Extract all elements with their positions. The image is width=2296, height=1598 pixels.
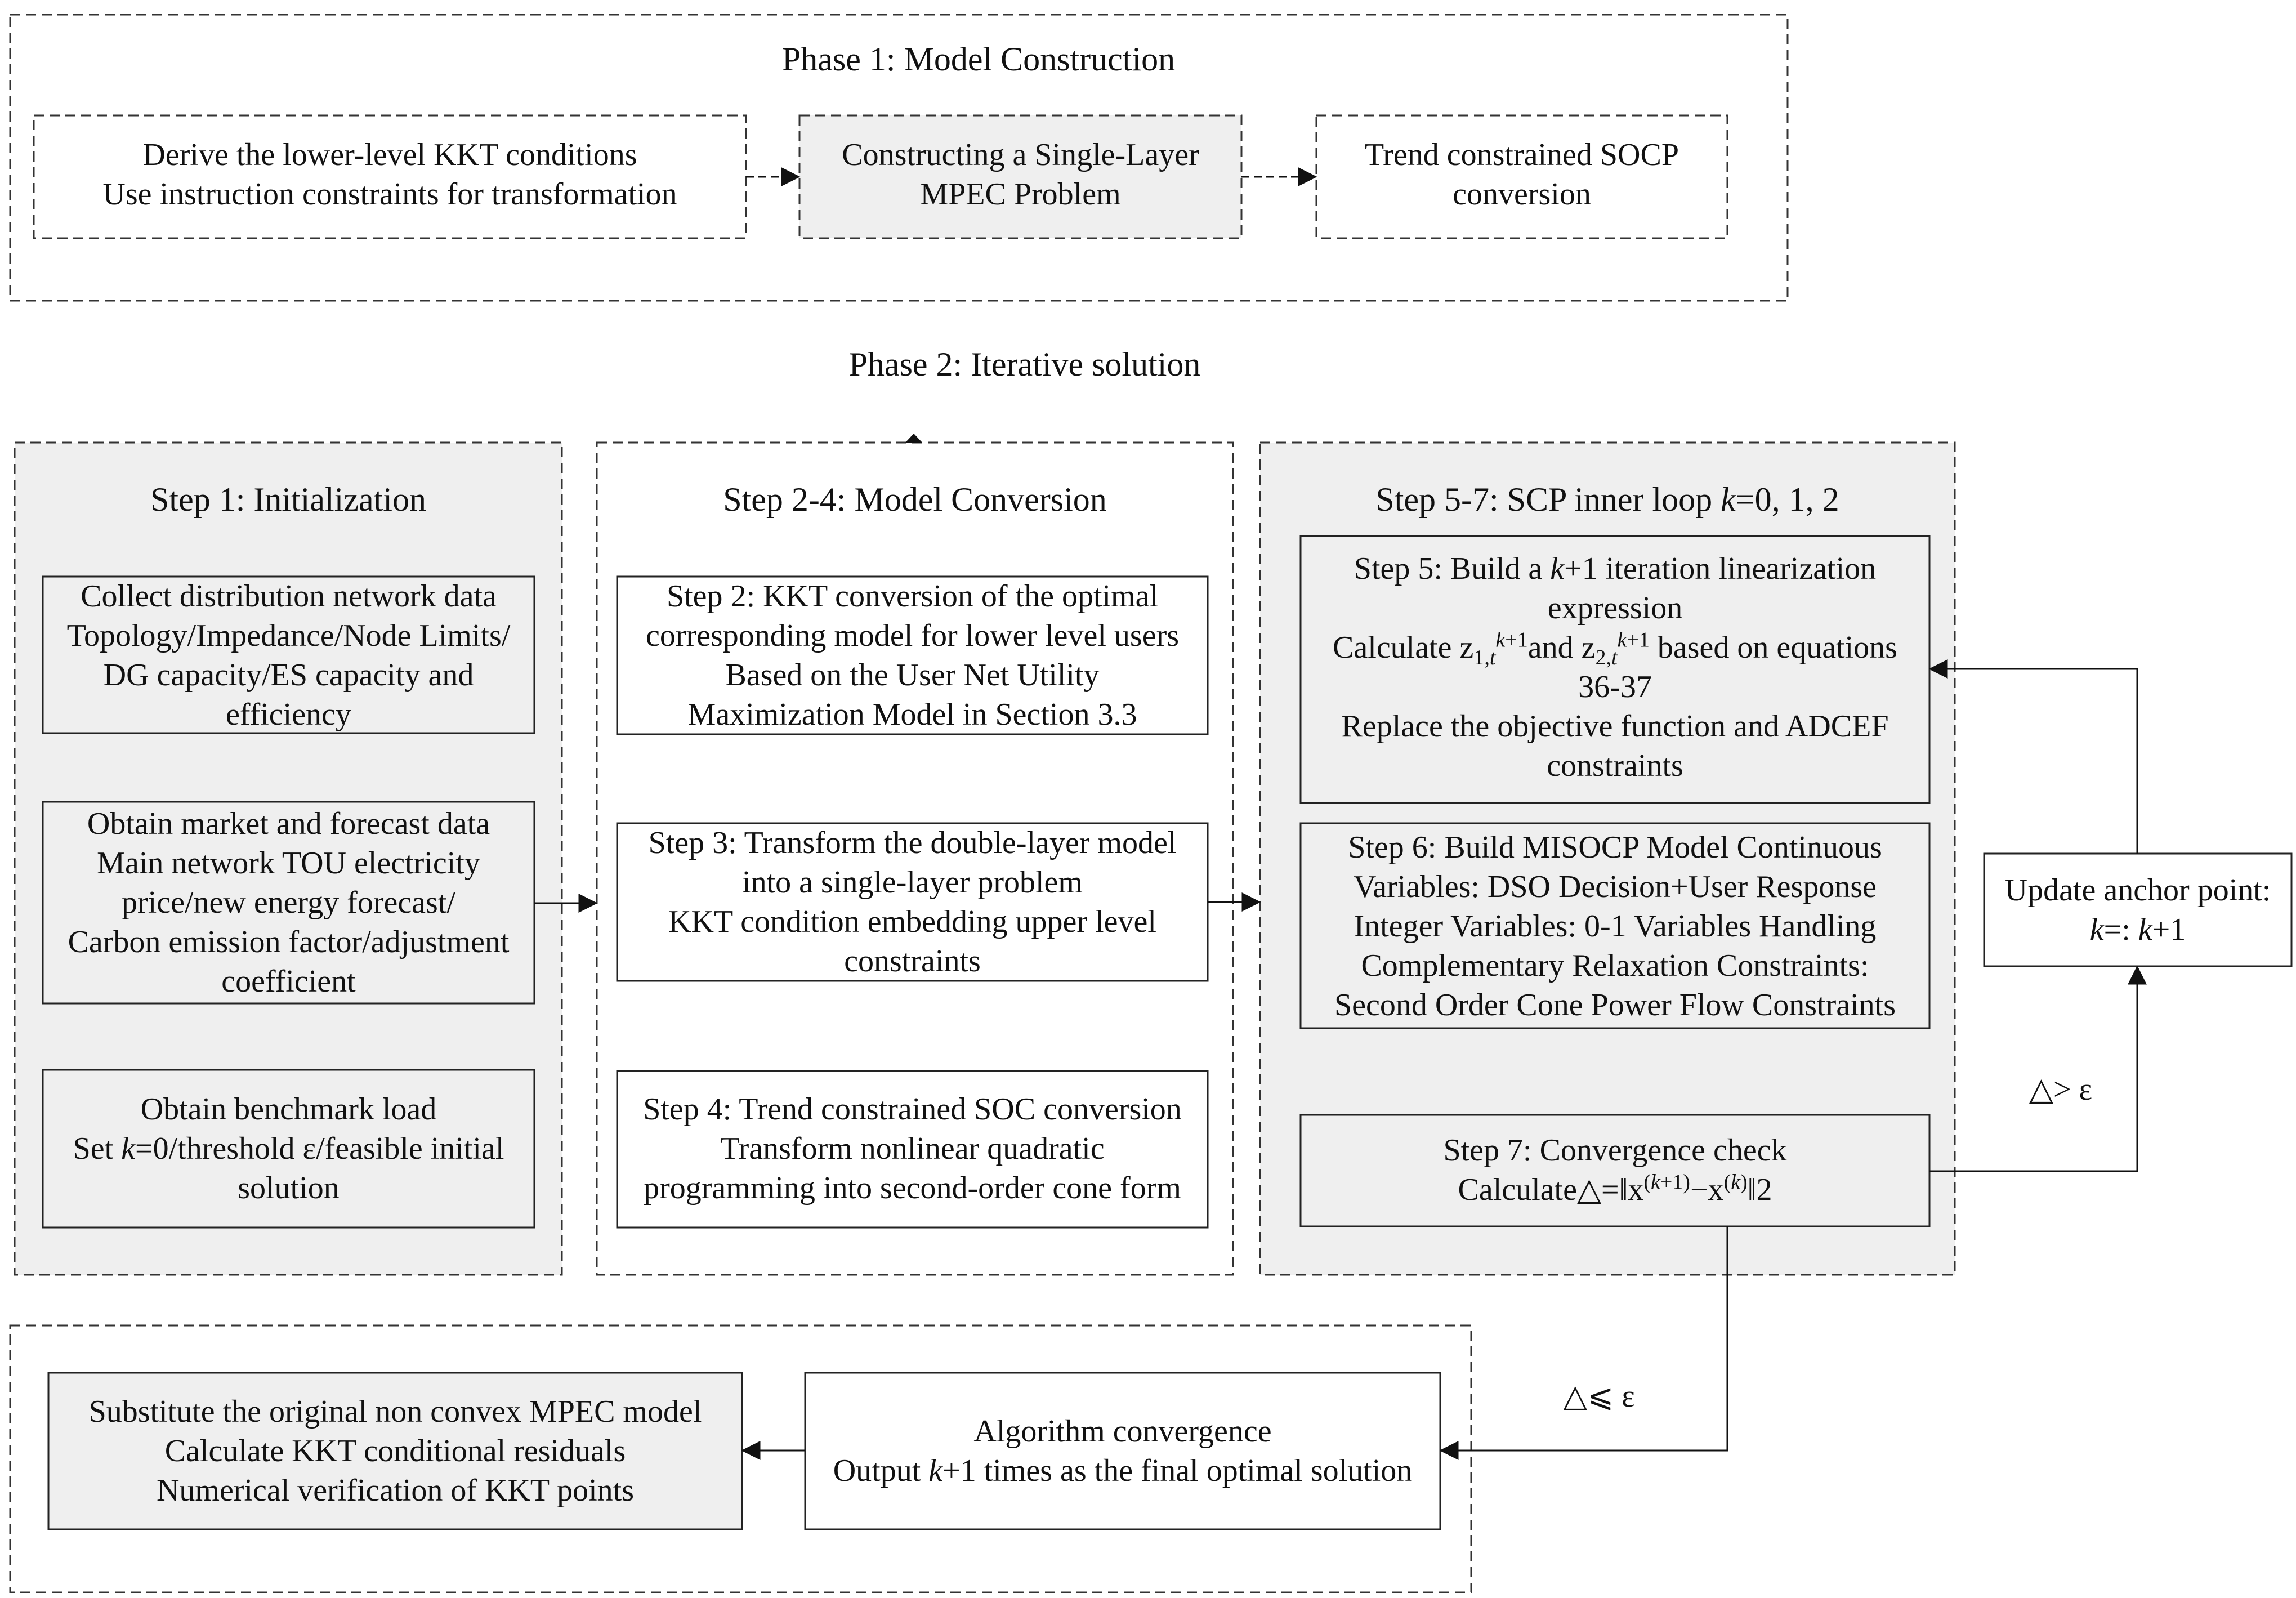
step5-box-text: Step 5: Build a k+1 iteration linearizat… <box>1333 551 1897 783</box>
condition-not-converged: △> ε <box>2029 1072 2093 1107</box>
condition-converged: △⩽ ε <box>1563 1379 1635 1414</box>
phase1-title: Phase 1: Model Construction <box>781 41 1176 78</box>
update-anchor-text: Update anchor point: k=: k+1 <box>2004 873 2271 947</box>
step1-box-network-text: Collect distribution network data Topolo… <box>66 579 511 732</box>
step2-box <box>616 575 1209 735</box>
arrow-step7-to-update <box>1929 965 2147 1172</box>
step2-box-text: Step 2: KKT conversion of the optimal co… <box>645 579 1180 732</box>
arrow-update-to-step5 <box>1928 659 2138 854</box>
output-frame <box>9 1324 1472 1593</box>
step5-7-title: Step 5-7: SCP inner loop k=0, 1, 2 <box>1375 481 1839 518</box>
step3-box-text: Step 3: Transform the double-layer model… <box>648 825 1177 979</box>
arrow-step7-to-convergence <box>1439 1226 1728 1460</box>
step5-box <box>1299 535 1931 804</box>
step7-box <box>1299 1114 1931 1227</box>
step1-box-market-text: Obtain market and forecast data Main net… <box>68 806 510 999</box>
step1-box-network <box>42 575 535 734</box>
verification-text: Substitute the original non convex MPEC … <box>88 1394 702 1508</box>
algorithm-convergence-text: Algorithm convergence Output k+1 times a… <box>833 1414 1413 1488</box>
phase1-box-mpec-text: Constructing a Single-Layer MPEC Problem <box>842 137 1199 212</box>
step1-box-benchmark-text: Obtain benchmark load Set k=0/threshold … <box>73 1092 504 1206</box>
step4-box <box>616 1070 1209 1229</box>
phase1-frame <box>9 14 1789 302</box>
step2-4-top-triangle <box>905 434 922 443</box>
step6-box-text: Step 6: Build MISOCP Model Continuous Va… <box>1334 830 1896 1023</box>
step1-title: Step 1: Initialization <box>150 481 426 518</box>
step6-box <box>1299 822 1931 1029</box>
phase1-box-kkt-text: Derive the lower-level KKT conditions Us… <box>102 137 677 212</box>
step1-box-benchmark <box>42 1069 535 1229</box>
phase1-box-socp <box>1315 114 1728 239</box>
phase1-box-socp-text: Trend constrained SOCP conversion <box>1365 137 1679 212</box>
phase1-box-kkt <box>33 114 747 239</box>
phase1-box-mpec <box>798 114 1243 239</box>
step2-4-title: Step 2-4: Model Conversion <box>723 481 1107 518</box>
verification-box <box>47 1372 743 1530</box>
step4-box-text: Step 4: Trend constrained SOC conversion… <box>643 1092 1182 1206</box>
step7-box-text: Step 7: Convergence check Calculate△=‖x(… <box>1443 1133 1787 1207</box>
algorithm-convergence-box <box>804 1372 1441 1530</box>
update-anchor-box <box>1983 852 2293 967</box>
step1-box-market <box>42 801 535 1005</box>
phase2-title: Phase 2: Iterative solution <box>848 346 1201 383</box>
